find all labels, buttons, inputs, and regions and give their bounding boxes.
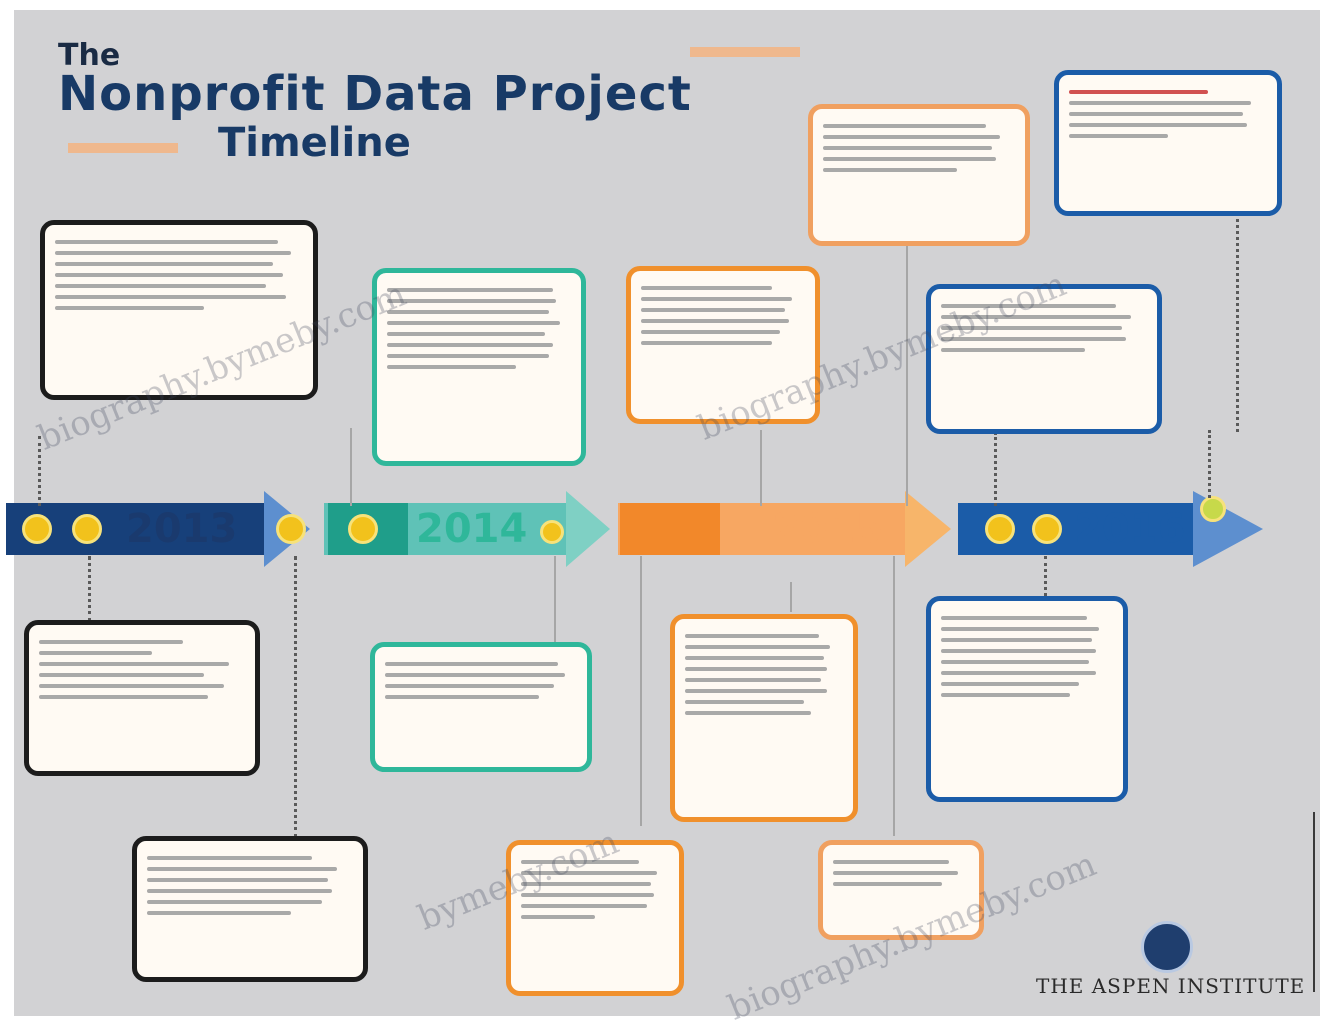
event-card-2013 <box>132 836 368 982</box>
title-the: The <box>58 38 121 73</box>
year-label-2014: 2014 <box>416 506 528 552</box>
connector-line <box>906 240 908 506</box>
timeline-band-2015-dark <box>620 503 720 555</box>
event-card-2015 <box>506 840 684 996</box>
milestone-dot <box>348 514 378 544</box>
event-card-2016 <box>926 284 1162 434</box>
timeline-arrow-2015 <box>905 491 951 567</box>
milestone-dot <box>1200 496 1226 522</box>
year-label-2016: 2016 <box>1074 506 1186 552</box>
connector-line <box>88 556 91 622</box>
event-card-2016 <box>1054 70 1282 216</box>
connector-line <box>1208 430 1211 498</box>
title-decoration <box>68 143 178 153</box>
milestone-dot <box>276 514 306 544</box>
event-card-2014 <box>370 642 592 772</box>
connector-line <box>38 436 41 506</box>
event-card-2013 <box>40 220 318 400</box>
title-decoration <box>690 47 800 57</box>
year-label-2013: 2013 <box>126 506 238 552</box>
connector-line <box>760 430 762 506</box>
event-card-2014 <box>372 268 586 466</box>
page-subtitle: Timeline <box>218 120 411 166</box>
milestone-dot <box>22 514 52 544</box>
event-card-2016 <box>926 596 1128 802</box>
milestone-dot <box>540 520 564 544</box>
connector-line <box>1044 556 1047 596</box>
connector-line <box>294 556 297 838</box>
aspen-logo-icon <box>1141 921 1193 973</box>
milestone-dot <box>985 514 1015 544</box>
connector-line <box>640 556 642 826</box>
logo-text: THE ASPEN INSTITUTE <box>1036 974 1306 998</box>
connector-line <box>994 432 997 506</box>
event-card-2015 <box>808 104 1030 246</box>
event-card-2015 <box>818 840 984 940</box>
event-card-2015 <box>626 266 820 424</box>
page-title: Nonprofit Data Project <box>58 66 692 122</box>
connector-line <box>790 582 792 612</box>
year-label-2015: 2015 <box>772 506 884 552</box>
event-card-2015 <box>670 614 858 822</box>
connector-line <box>554 556 556 644</box>
event-card-2013 <box>24 620 260 776</box>
connector-line <box>1236 212 1239 432</box>
connector-line <box>350 428 352 506</box>
milestone-dot <box>72 514 102 544</box>
timeline-arrow-2014 <box>566 491 610 567</box>
divider <box>1313 812 1315 992</box>
milestone-dot <box>1032 514 1062 544</box>
connector-line <box>893 556 895 836</box>
